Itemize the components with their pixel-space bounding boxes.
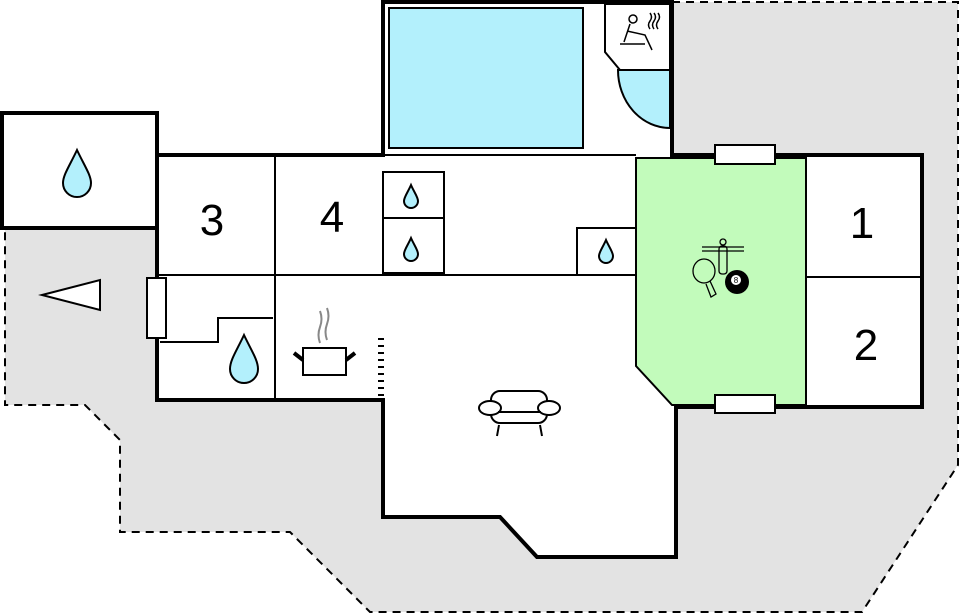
billiard-ball-icon: 8 — [725, 270, 749, 294]
game-room — [635, 157, 807, 406]
sauna-room — [604, 3, 671, 71]
window — [146, 277, 167, 339]
sauna-icon — [620, 12, 661, 51]
water-drop-icon — [402, 235, 420, 262]
water-drop-icon — [228, 332, 260, 384]
outer-walls — [155, 0, 924, 559]
room-label-4: 4 — [320, 193, 344, 242]
cooking-pot-icon — [292, 307, 357, 376]
water-drop-icons — [61, 147, 615, 384]
house-interior — [157, 2, 922, 557]
window — [714, 394, 776, 414]
room-label-3: 3 — [200, 196, 224, 245]
room-2 — [805, 276, 923, 408]
foosball-icon — [702, 238, 744, 275]
entrance-arrow-icon — [38, 278, 101, 312]
billiard-ball-number: 8 — [734, 276, 739, 285]
room-label-1: 1 — [850, 199, 874, 248]
water-drop-icon — [597, 237, 615, 264]
water-drop-icon — [402, 182, 420, 209]
sofa-icon — [478, 390, 561, 437]
ping-pong-icon — [692, 258, 717, 298]
shower-icon — [616, 69, 671, 130]
pool — [388, 7, 584, 149]
water-drop-icon — [61, 147, 93, 198]
room-label-2: 2 — [854, 321, 878, 370]
window — [714, 144, 776, 165]
